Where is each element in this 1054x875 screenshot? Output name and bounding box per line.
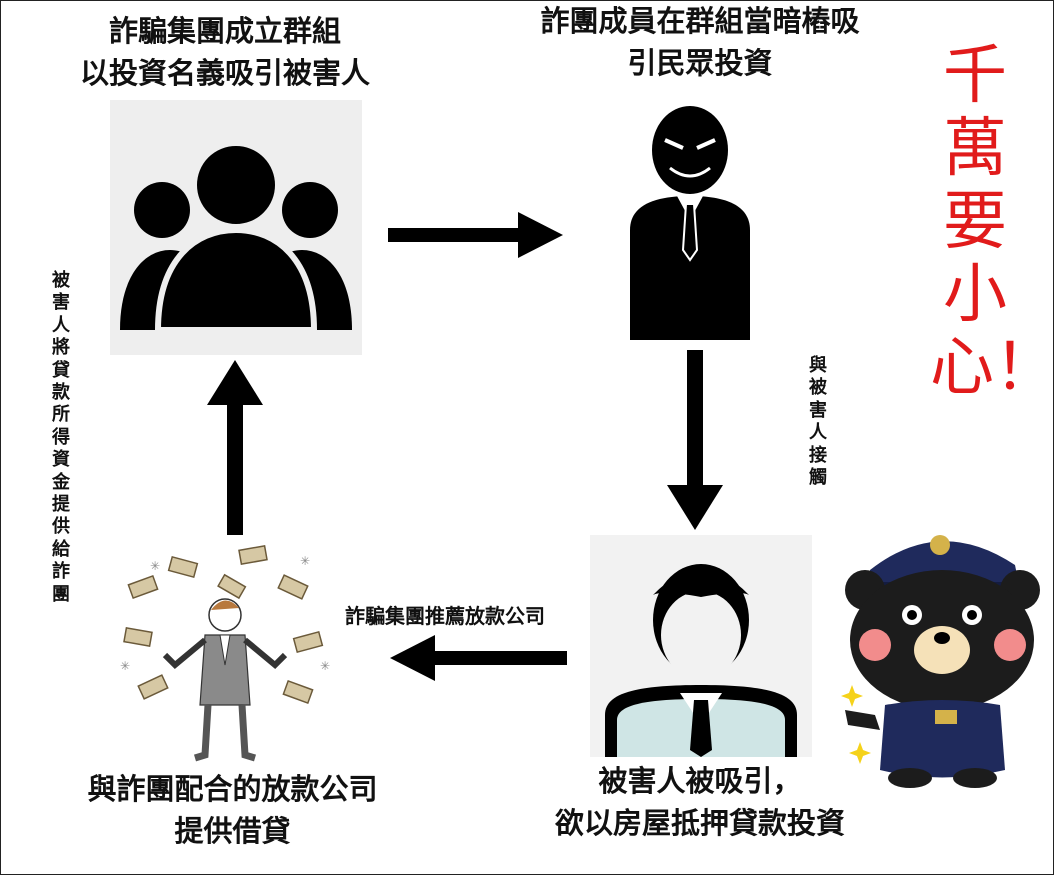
step-lender-caption: 與詐團配合的放款公司 提供借貸 [60,768,405,852]
warning-text: 千萬要小心！ [930,39,1054,405]
svg-text:✳: ✳ [120,659,130,673]
victim-icon [590,535,812,757]
arrow-left [390,635,567,681]
edge-label-contact: 與被害人接觸 [809,355,827,489]
step-lender-line1: 與詐團配合的放款公司 [87,772,378,806]
shill-member-icon [625,100,755,350]
svg-text:✳: ✳ [320,659,330,673]
step-victim-caption: 被害人被吸引， 欲以房屋抵押貸款投資 [530,760,870,844]
arrow-down [667,350,723,530]
step-member-line1: 詐團成員在群組當暗樁吸 [540,4,860,38]
step-member-caption: 詐團成員在群組當暗樁吸 引民眾投資 [500,0,900,84]
step-victim-line2: 欲以房屋抵押貸款投資 [554,806,845,840]
step-group-line2: 以投資名義吸引被害人 [79,56,370,90]
step-group-caption: 詐騙集團成立群組 以投資名義吸引被害人 [50,10,400,94]
edge-label-recommend: 詐騙集團推薦放款公司 [345,604,545,628]
step-victim-line1: 被害人被吸引， [598,764,802,798]
arrow-up [207,360,263,535]
edge-label-provide-funds: 被害人將貸款所得資金提供給詐團 [52,270,70,605]
police-bear-mascot [840,510,1050,790]
svg-text:✳: ✳ [300,554,310,568]
step-lender-line2: 提供借貸 [174,814,291,848]
svg-text:✳: ✳ [150,559,160,573]
group-icon [110,100,362,355]
step-group-line1: 詐騙集團成立群組 [108,14,341,48]
step-member-line2: 引民眾投資 [627,46,773,80]
arrow-right [388,212,563,258]
lender-man-with-money: ✳ ✳ ✳ ✳ [110,540,340,765]
